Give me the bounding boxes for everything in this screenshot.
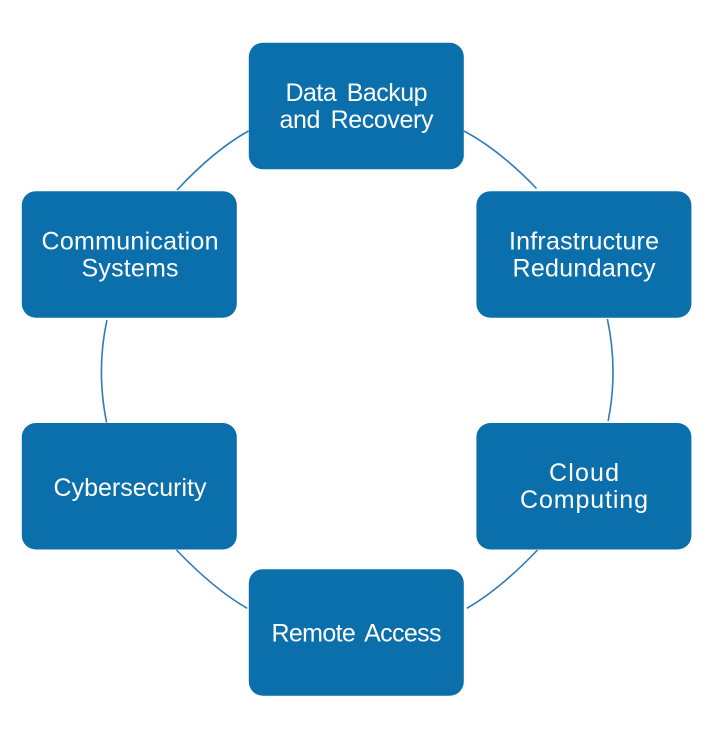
svg-text:Cloud: Cloud	[549, 459, 619, 487]
svg-text:Redundancy: Redundancy	[513, 254, 657, 282]
svg-text:and Recovery: and Recovery	[280, 106, 435, 134]
svg-text:Communication: Communication	[42, 227, 219, 255]
svg-text:Systems: Systems	[82, 254, 179, 282]
svg-text:Infrastructure: Infrastructure	[509, 227, 659, 255]
svg-text:Computing: Computing	[520, 486, 648, 514]
svg-text:Data Backup: Data Backup	[286, 79, 428, 107]
svg-text:Remote Access: Remote Access	[272, 619, 442, 647]
svg-text:Cybersecurity: Cybersecurity	[54, 474, 208, 502]
